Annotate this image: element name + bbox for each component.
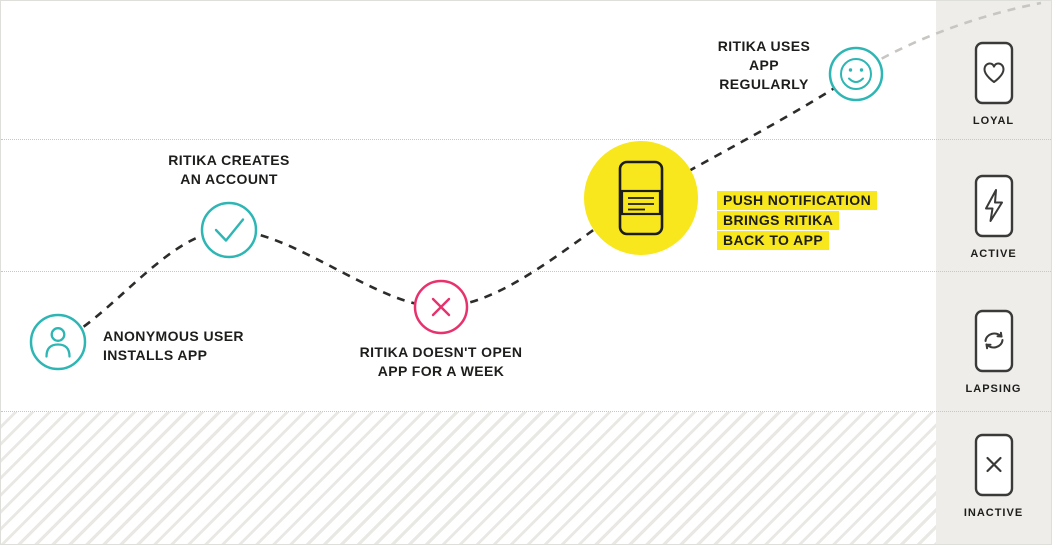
milestone-install <box>29 313 87 371</box>
user-icon <box>45 327 71 358</box>
zone-divider-loyal-active <box>1 139 1051 140</box>
push-label-line-1: PUSH NOTIFICATION <box>717 191 878 210</box>
phone-bolt-icon <box>974 174 1013 238</box>
sidebar-item-active: ACTIVE <box>936 173 1051 260</box>
phone-refresh-icon <box>974 309 1013 373</box>
milestone-label-push: PUSH NOTIFICATION BRINGS RITIKA BACK TO … <box>717 191 878 251</box>
milestone-label-lapse: RITIKA DOESN'T OPEN APP FOR A WEEK <box>359 344 523 379</box>
phone-notification-icon <box>618 160 664 236</box>
check-icon <box>214 218 245 242</box>
milestone-label-account: RITIKA CREATES AN ACCOUNT <box>168 152 290 187</box>
zone-divider-active-lapsing <box>1 271 1051 272</box>
sidebar-label-active: ACTIVE <box>970 248 1017 260</box>
zone-divider-lapsing-inactive <box>1 411 1051 412</box>
phone-x-icon <box>974 433 1013 497</box>
sidebar-item-lapsing: LAPSING <box>936 308 1051 395</box>
sidebar-item-inactive: INACTIVE <box>936 432 1051 519</box>
sidebar-item-loyal: LOYAL <box>936 40 1051 127</box>
smiley-icon <box>840 58 872 90</box>
milestone-label-regular: RITIKA USES APP REGULARLY <box>717 38 811 92</box>
milestone-label-install: ANONYMOUS USER INSTALLS APP <box>103 328 244 363</box>
push-label-line-3: BACK TO APP <box>717 231 877 250</box>
sidebar-label-loyal: LOYAL <box>972 115 1015 127</box>
lifecycle-sidebar: LOYAL ACTIVE LAPSING <box>936 1 1051 544</box>
milestone-push <box>584 141 698 255</box>
phone-heart-icon <box>974 41 1013 105</box>
milestone-account <box>200 201 258 259</box>
milestone-lapse <box>413 279 469 335</box>
milestone-regular <box>828 46 884 102</box>
sidebar-label-inactive: INACTIVE <box>963 507 1024 519</box>
inactive-zone-hatch <box>1 412 938 544</box>
sidebar-label-lapsing: LAPSING <box>965 383 1022 395</box>
x-icon <box>431 297 451 317</box>
push-label-line-2: BRINGS RITIKA <box>717 211 877 230</box>
